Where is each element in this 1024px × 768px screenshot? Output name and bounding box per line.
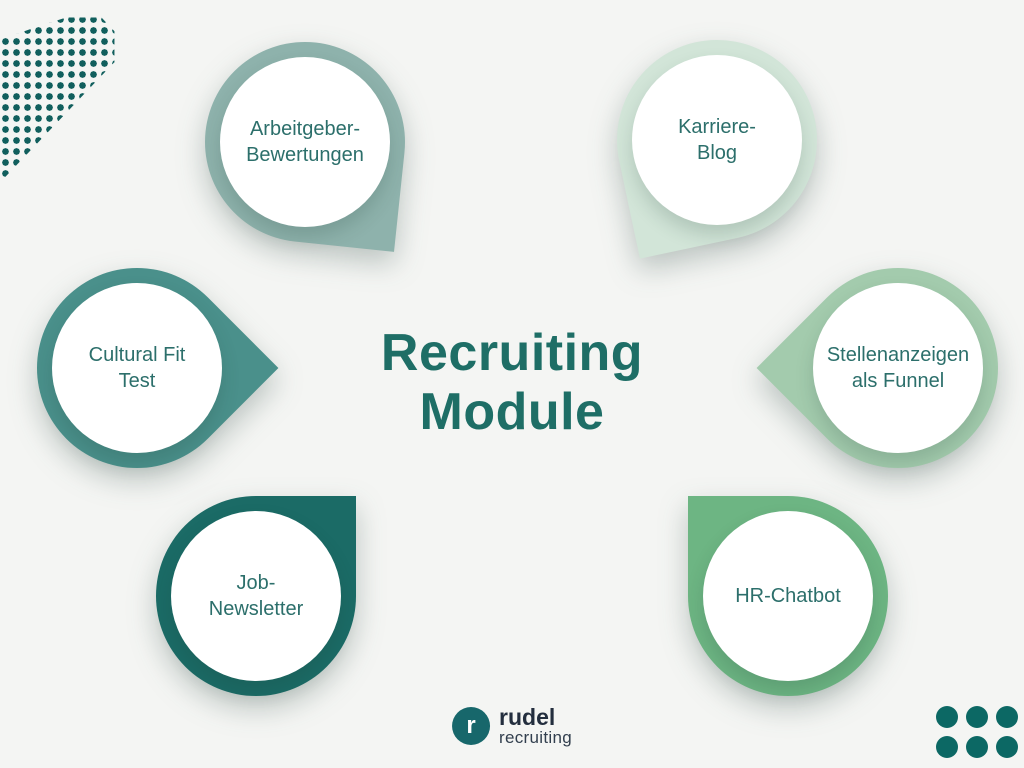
module-node-cultural-fit-test: Cultural Fit Test [0,226,279,510]
dotted-pattern-icon [0,17,115,183]
module-node-stellenanzeigen-als-funnel: Stellenanzeigen als Funnel [756,226,1024,510]
node-circle [220,57,390,227]
dot [996,736,1018,758]
node-label: HR-Chatbot [735,585,841,607]
module-node-karriere-blog: Karriere- Blog [598,21,836,259]
node-label: Arbeitgeber- Bewertungen [246,118,364,166]
module-node-hr-chatbot: HR-Chatbot [688,496,888,696]
diagram-title: Recruiting Module [0,324,1024,442]
node-label: Cultural Fit Test [88,344,186,392]
dot [936,736,958,758]
logo-subtitle: recruiting [499,728,572,748]
module-node-arbeitgeber-bewertungen: Arbeitgeber- Bewertungen [195,32,415,252]
node-circle [813,283,983,453]
node-label: Stellenanzeigen als Funnel [826,344,970,392]
node-circle [52,283,222,453]
dot [936,706,958,728]
logo-name: rudel [499,704,556,730]
dot [966,706,988,728]
node-label: Job- Newsletter [208,572,304,620]
dot [996,706,1018,728]
dot [966,736,988,758]
dot-grid-icon [936,706,1018,758]
node-circle [171,511,341,681]
node-label: Karriere- Blog [678,116,756,164]
logo-mark-icon: r [452,707,491,746]
node-circle [703,511,873,681]
diagram-title-line2: Module [419,382,605,441]
logo-text: rudel recruiting [499,705,572,748]
node-circle [632,55,802,225]
diagram-title-line1: Recruiting [380,324,644,382]
module-node-job-newsletter: Job- Newsletter [156,496,356,696]
rudel-logo: r rudel recruiting [452,705,572,748]
